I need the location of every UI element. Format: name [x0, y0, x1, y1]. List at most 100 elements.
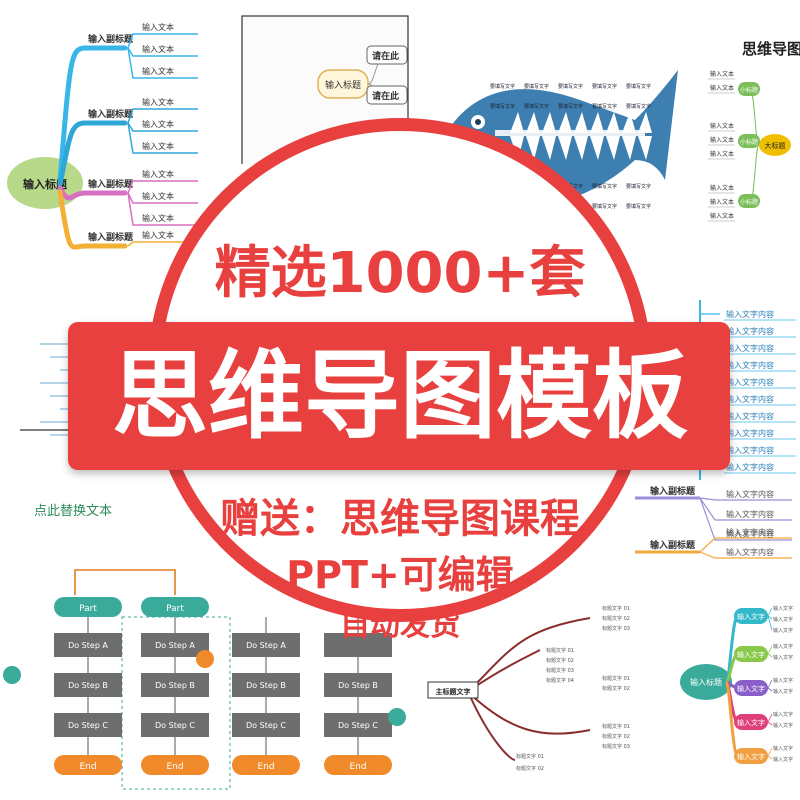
fish-row-text: 要填写文字 — [626, 103, 651, 110]
leaf-label: 输入文字 — [773, 677, 793, 684]
promo-bonus-text: 赠送：思维导图课程 — [220, 496, 580, 542]
leaf-connector — [767, 721, 773, 726]
mindmap-template-topright: 思维导图大标题小标题小标题小标题输入文本输入文本输入文本输入文本输入文本输入文本… — [690, 30, 800, 240]
flow-step-label: Do Step B — [155, 681, 195, 690]
leaf-connector — [767, 747, 773, 757]
mindmap-topleft-graphic: 输入标题输入副标题输入文本输入文本输入文本输入副标题输入文本输入文本输入文本输入… — [7, 22, 198, 250]
list-item-label: 输入文字内容 — [726, 428, 774, 438]
fish-row-text: 要填写文字 — [524, 83, 549, 90]
fish-pupil — [475, 119, 481, 125]
branch-line — [469, 617, 591, 691]
flow-end-label: End — [166, 762, 183, 772]
flow-end-node — [232, 755, 300, 775]
item-label: 输入文本 — [710, 84, 734, 92]
flow-step-box — [141, 633, 209, 657]
branch-node-label: 输入文字 — [737, 684, 765, 693]
leaf-label: 输入文字 — [773, 711, 793, 718]
mindmap-bottomright-graphic: 输入标题输入文字输入文字输入文字输入文字输入文字输入文字输入文字输入文字输入文字… — [680, 605, 793, 764]
flow-step-label: Do Step C — [338, 721, 378, 730]
branch-label: 输入副标题 — [88, 231, 134, 243]
flow-connector-top — [74, 569, 176, 595]
promo-editable-text: PPT+可编辑 — [286, 553, 514, 597]
leaf-label: 输入文本 — [142, 191, 174, 201]
branch-label: 输入副标题 — [650, 485, 696, 497]
leaf-connector — [699, 497, 792, 501]
leaf-label: 输入文字 — [773, 688, 793, 695]
leaf-label: 标题文字 02 — [602, 615, 630, 622]
leaf-label: 输入文字 — [773, 643, 793, 650]
promo-banner — [68, 322, 730, 470]
leaf-label: 标题文字 02 — [602, 685, 630, 692]
branch-line — [57, 45, 128, 183]
leaf-label: 标题文字 01 — [546, 647, 574, 654]
item-label: 输入文本 — [710, 70, 734, 78]
leaf-connector — [767, 687, 773, 692]
leaf-label: 标题文字 03 — [602, 743, 630, 750]
leaf-connector — [127, 33, 198, 49]
flow-step-label: Do Step C — [68, 721, 108, 730]
list-item-label: 输入文字内容 — [726, 377, 774, 387]
fish-row-text: 要填写文字 — [626, 203, 651, 210]
mindmap-rightlower-graphic: 输入副标题输入文字内容输入文字内容输入文字内容输入副标题输入文字内容输入文字内容 — [635, 485, 792, 559]
leaf-label: 输入文字内容 — [726, 529, 774, 539]
leaf-label: 输入文本 — [142, 213, 174, 223]
fish-row-text: 要填写文字 — [592, 103, 617, 110]
leaf-label: 标题文字 02 — [516, 765, 544, 772]
leaf-connector — [127, 241, 198, 247]
flow-end-node — [141, 755, 209, 775]
root-node — [427, 681, 479, 699]
small-node-label: 小标题 — [740, 138, 758, 146]
leaf-connector — [127, 47, 198, 57]
fish-bone-top — [558, 112, 572, 133]
leaf-connector — [767, 653, 773, 658]
branch-label: 输入副标题 — [88, 33, 134, 45]
list-item-label: 输入文字内容 — [726, 360, 774, 370]
leaf-connector — [767, 713, 773, 723]
flow-start-node — [54, 597, 122, 617]
promo-banner-title: 思维导图模板 — [112, 340, 688, 452]
branch-line — [57, 189, 128, 250]
flow-step-box — [54, 633, 122, 657]
branch-node-label: 输入文字 — [737, 718, 765, 727]
fish-bone-top — [574, 112, 588, 133]
flow-step-label: Do Step C — [155, 721, 195, 730]
flow-step-box — [232, 673, 300, 697]
list-item-label: 输入文字内容 — [726, 411, 774, 421]
outline-node-label: 输入标题 — [325, 79, 361, 91]
mindmap-template-topleft: 输入标题输入副标题输入文本输入文本输入文本输入副标题输入文本输入文本输入文本输入… — [0, 0, 250, 300]
branch-node — [734, 748, 768, 764]
fish-bone-bottom — [542, 136, 556, 160]
list-item-label: 输入文字内容 — [726, 326, 774, 336]
leaf-label: 输入文字 — [773, 627, 793, 634]
flow-step-label: Do Step B — [246, 681, 286, 690]
leaf-label: 输入文本 — [142, 66, 174, 76]
promo-headline: 精选1000+套 — [214, 241, 586, 306]
leaf-label: 输入文本 — [142, 169, 174, 179]
leaf-connector — [127, 122, 198, 132]
small-node — [738, 134, 760, 148]
center-node — [759, 134, 791, 156]
template-title: 思维导图 — [742, 40, 800, 58]
small-node-label: 小标题 — [740, 198, 758, 206]
flow-step-box — [141, 673, 209, 697]
list-item-label: 输入文字内容 — [726, 394, 774, 404]
leaf-connector — [127, 180, 198, 194]
branch-node-label: 输入文字 — [737, 612, 765, 621]
small-node — [738, 82, 760, 96]
branch-node — [734, 714, 768, 730]
leaf-connector — [767, 607, 773, 617]
fish-bone-bottom — [606, 136, 620, 160]
root-node-label: 输入标题 — [690, 677, 722, 687]
fish-bone-bottom — [638, 136, 652, 160]
list-item-label: 输入文字内容 — [726, 343, 774, 353]
mindmap-template-rightlower: 输入副标题输入文字内容输入文字内容输入文字内容输入副标题输入文字内容输入文字内容 — [620, 478, 800, 588]
branch-node-label: 输入文字 — [737, 752, 765, 761]
leaf-connector — [699, 551, 792, 559]
flow-step-box — [232, 713, 300, 737]
leaf-label: 输入文字 — [773, 745, 793, 752]
outline-item-label: 请在此 — [372, 90, 399, 102]
flow-end-label: End — [349, 762, 366, 772]
